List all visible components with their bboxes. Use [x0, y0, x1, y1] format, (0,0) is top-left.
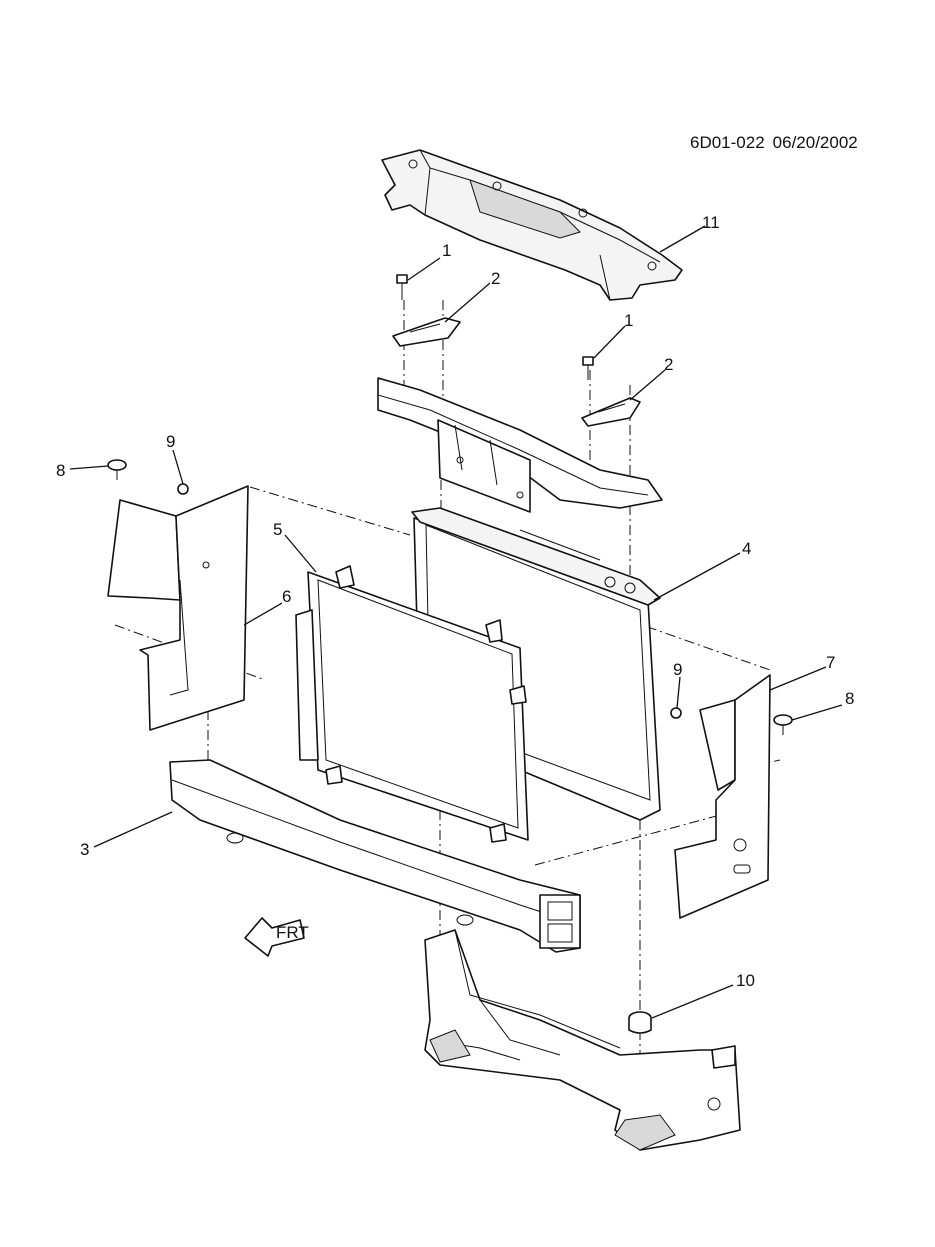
callout-6: 6 [282, 587, 291, 606]
push-pin-retainer [107, 459, 127, 480]
condenser [295, 565, 529, 843]
callout-labels: 1 2 1 2 3 4 5 6 7 8 8 9 9 10 11 [56, 213, 854, 990]
callout-4: 4 [742, 539, 751, 558]
retainer-clip [177, 483, 189, 495]
callout-10: 10 [736, 971, 755, 990]
callout-7: 7 [826, 653, 835, 672]
callout-1: 1 [442, 241, 451, 260]
retainer-clip [670, 707, 682, 719]
left-air-baffle [107, 485, 249, 731]
upper-tie-bar-cover [381, 149, 683, 301]
push-pin-retainer [773, 714, 793, 735]
front-arrow-label: FRT [276, 923, 309, 942]
callout-8: 8 [56, 461, 65, 480]
callout-3: 3 [80, 840, 89, 859]
bolt [582, 356, 594, 380]
callout-11: 11 [702, 213, 720, 232]
radiator-upper-bracket [581, 397, 641, 427]
callout-leaders [69, 225, 843, 1019]
callout-5: 5 [273, 520, 282, 539]
engine-cradle [424, 929, 741, 1151]
front-bumper-impact-bar [169, 759, 581, 953]
front-direction-arrow-icon: FRT [244, 917, 309, 957]
callout-2: 2 [491, 269, 500, 288]
radiator-upper-bracket [392, 317, 461, 347]
bolt [396, 274, 408, 300]
callout-1: 1 [624, 311, 633, 330]
radiator-support-upper [377, 377, 663, 513]
callout-2: 2 [664, 355, 673, 374]
callout-9: 9 [166, 432, 175, 451]
radiator-mount-insulator [628, 1011, 652, 1034]
right-air-baffle [674, 674, 771, 919]
callout-9: 9 [673, 660, 682, 679]
callout-8: 8 [845, 689, 854, 708]
